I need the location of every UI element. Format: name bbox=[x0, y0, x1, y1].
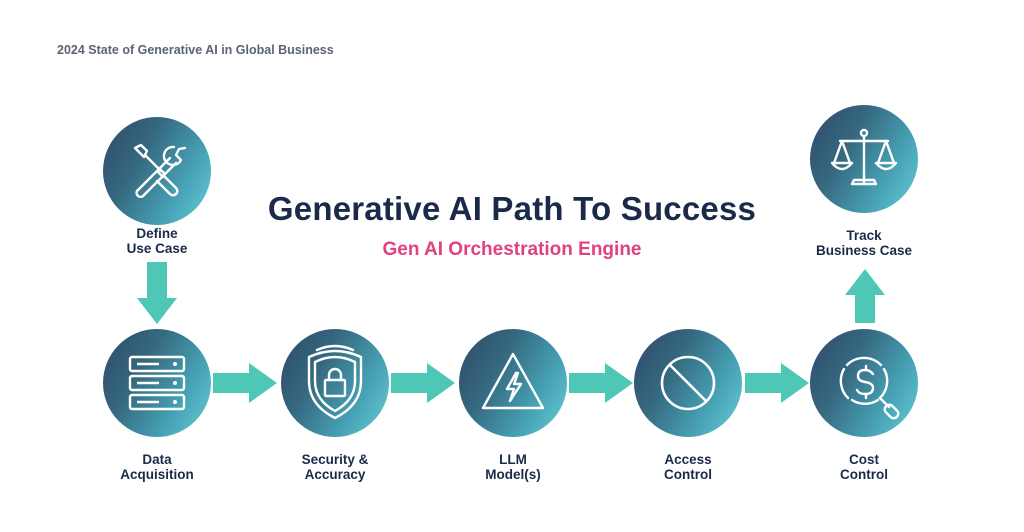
server-icon bbox=[128, 355, 186, 411]
label-line: Control bbox=[840, 467, 888, 482]
label-cost-control: Cost Control bbox=[794, 452, 934, 482]
label-llm-models: LLM Model(s) bbox=[443, 452, 583, 482]
step-cost-control bbox=[810, 329, 918, 437]
report-header: 2024 State of Generative AI in Global Bu… bbox=[57, 43, 334, 57]
label-line: Control bbox=[664, 467, 712, 482]
step-track-business-case bbox=[810, 105, 918, 213]
diagram-subtitle: Gen AI Orchestration Engine bbox=[382, 239, 642, 260]
label-line: Cost bbox=[849, 452, 879, 467]
label-line: Define bbox=[136, 226, 178, 241]
label-line: Accuracy bbox=[304, 467, 366, 482]
arrow-right bbox=[213, 363, 277, 403]
shield-lock-icon bbox=[307, 344, 363, 420]
label-line: Business Case bbox=[815, 243, 913, 258]
arrow-up bbox=[845, 269, 885, 323]
label-line: Track bbox=[846, 228, 882, 243]
step-data-acquisition bbox=[103, 329, 211, 437]
step-access-control bbox=[634, 329, 742, 437]
diagram-title: Generative AI Path To Success bbox=[267, 190, 757, 227]
step-security-accuracy bbox=[281, 329, 389, 437]
label-track-business-case: Track Business Case bbox=[794, 228, 934, 258]
wrench-screwdriver-icon bbox=[133, 143, 187, 199]
label-line: Access bbox=[664, 452, 712, 467]
label-line: Security & bbox=[301, 452, 369, 467]
step-define-use-case bbox=[103, 117, 211, 225]
label-line: Model(s) bbox=[485, 467, 541, 482]
arrow-right bbox=[569, 363, 633, 403]
arrow-right bbox=[745, 363, 809, 403]
label-define-use-case: Define Use Case bbox=[87, 226, 227, 256]
label-line: Use Case bbox=[126, 241, 188, 256]
label-line: Data bbox=[142, 452, 172, 467]
label-line: LLM bbox=[499, 452, 527, 467]
dollar-search-icon bbox=[839, 356, 900, 420]
label-data-acquisition: Data Acquisition bbox=[87, 452, 227, 482]
label-line: Acquisition bbox=[120, 467, 194, 482]
label-security-accuracy: Security & Accuracy bbox=[265, 452, 405, 482]
lightning-warning-icon bbox=[481, 352, 545, 410]
arrow-right bbox=[391, 363, 455, 403]
arrow-down bbox=[137, 262, 177, 324]
step-llm-models bbox=[459, 329, 567, 437]
prohibited-icon bbox=[660, 355, 716, 411]
label-access-control: Access Control bbox=[618, 452, 758, 482]
scales-icon bbox=[830, 128, 898, 186]
